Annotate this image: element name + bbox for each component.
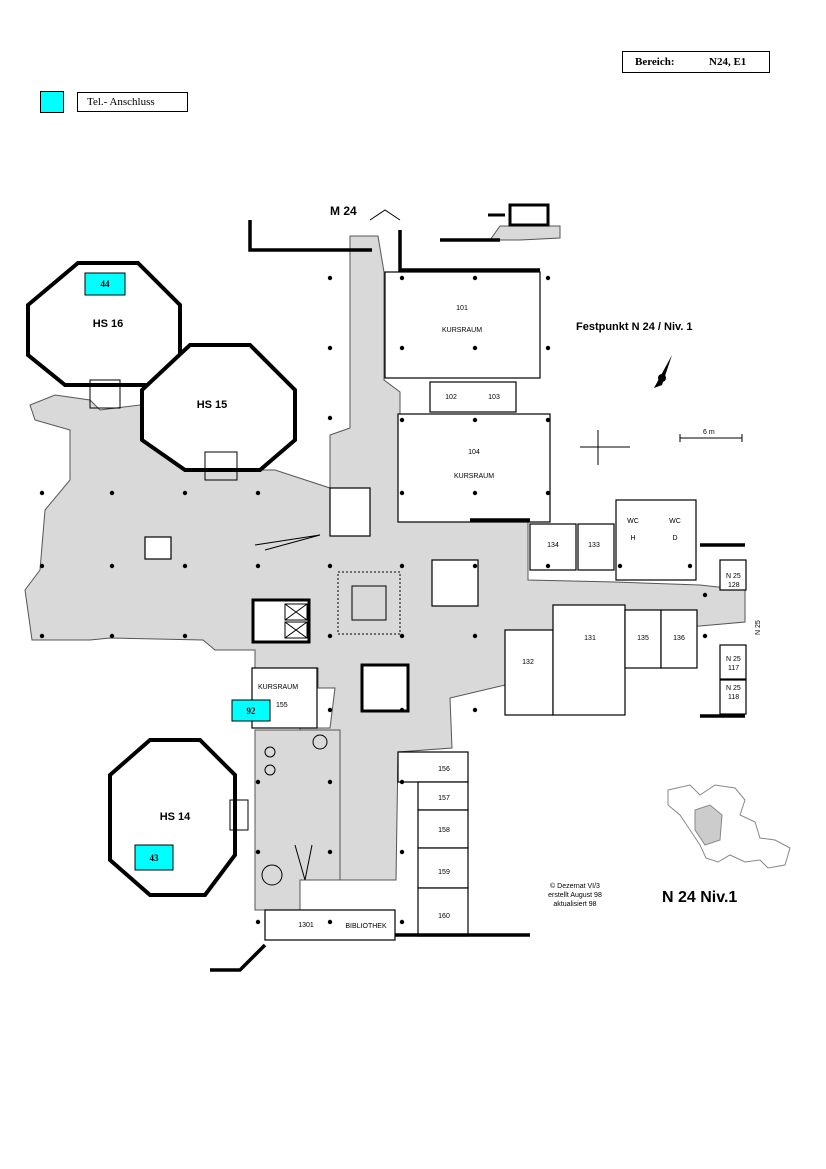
room-104-name: KURSRAUM [454, 473, 494, 480]
room-159-number: 159 [438, 869, 450, 876]
room-101-name: KURSRAUM [442, 327, 482, 334]
room-136-number: 136 [673, 635, 685, 642]
room-104-number: 104 [468, 449, 480, 456]
area-label: Bereich: [635, 56, 675, 68]
room-n25-117-number: 117 [728, 665, 739, 672]
phone-marker-44 [84, 272, 126, 296]
column-markers [39, 275, 708, 925]
lecture-hall-outlines [26, 261, 297, 897]
phone-marker-92 [231, 699, 271, 722]
room-135-number: 135 [637, 635, 649, 642]
phone-markers [84, 272, 271, 871]
phone-43-label: 43 [150, 853, 160, 863]
area-indicator: Bereich: N24, E1 [622, 51, 770, 73]
room-n25-128-label: N 25 [726, 573, 741, 580]
phone-92-label: 92 [247, 706, 257, 716]
room-133-number: 133 [588, 542, 600, 549]
room-160-number: 160 [438, 913, 450, 920]
room-1301-number: 1301 [298, 922, 314, 929]
room-157-number: 157 [438, 795, 450, 802]
wc-men-sub: H [630, 535, 635, 542]
room-102-number: 102 [445, 394, 457, 401]
room-155-number: 155 [276, 702, 288, 709]
room-n25-118-label: N 25 [726, 685, 741, 692]
room-134-number: 134 [547, 542, 559, 549]
hall-hs15-label: HS 15 [197, 399, 228, 411]
credits-line-2: erstellt August 98 [548, 892, 602, 899]
room-156-number: 156 [438, 766, 450, 773]
mini-key-map [667, 784, 791, 869]
room-n25-117-label: N 25 [726, 656, 741, 663]
room-158-number: 158 [438, 827, 450, 834]
phone-44-label: 44 [101, 279, 111, 289]
hall-hs14-label: HS 14 [160, 811, 191, 823]
area-value: N24, E1 [709, 56, 747, 68]
room-103-number: 103 [488, 394, 500, 401]
legend-phone-swatch [40, 91, 64, 113]
wc-men-label: WC [627, 518, 639, 525]
room-library-name: BIBLIOTHEK [345, 923, 387, 930]
room-155-name: KURSRAUM [258, 684, 298, 691]
scale-label: 6 m [703, 429, 715, 436]
room-132-number: 132 [522, 659, 534, 666]
room-n25-128-number: 128 [728, 582, 740, 589]
outer-walls [210, 220, 745, 972]
map-footer-title: N 24 Niv.1 [662, 889, 737, 906]
legend-phone-label: Tel.- Anschluss [77, 92, 188, 112]
wc-women-label: WC [669, 518, 681, 525]
phone-marker-43 [134, 844, 174, 871]
corridor-areas [24, 225, 746, 911]
credits-line-3: aktualisiert 98 [553, 901, 596, 908]
wc-women-sub: D [672, 535, 677, 542]
fixpoint-label: Festpunkt N 24 / Niv. 1 [576, 321, 693, 333]
room-131-number: 131 [584, 635, 596, 642]
building-label: M 24 [330, 204, 357, 218]
side-label-n25: N 25 [755, 620, 762, 635]
north-arrow-icon [654, 355, 672, 388]
hall-hs16-label: HS 16 [93, 318, 124, 330]
stairs-and-features [89, 203, 743, 886]
credits-line-1: © Dezernat VI/3 [550, 882, 600, 890]
room-n25-118-number: 118 [728, 694, 739, 701]
room-101-number: 101 [456, 305, 468, 312]
